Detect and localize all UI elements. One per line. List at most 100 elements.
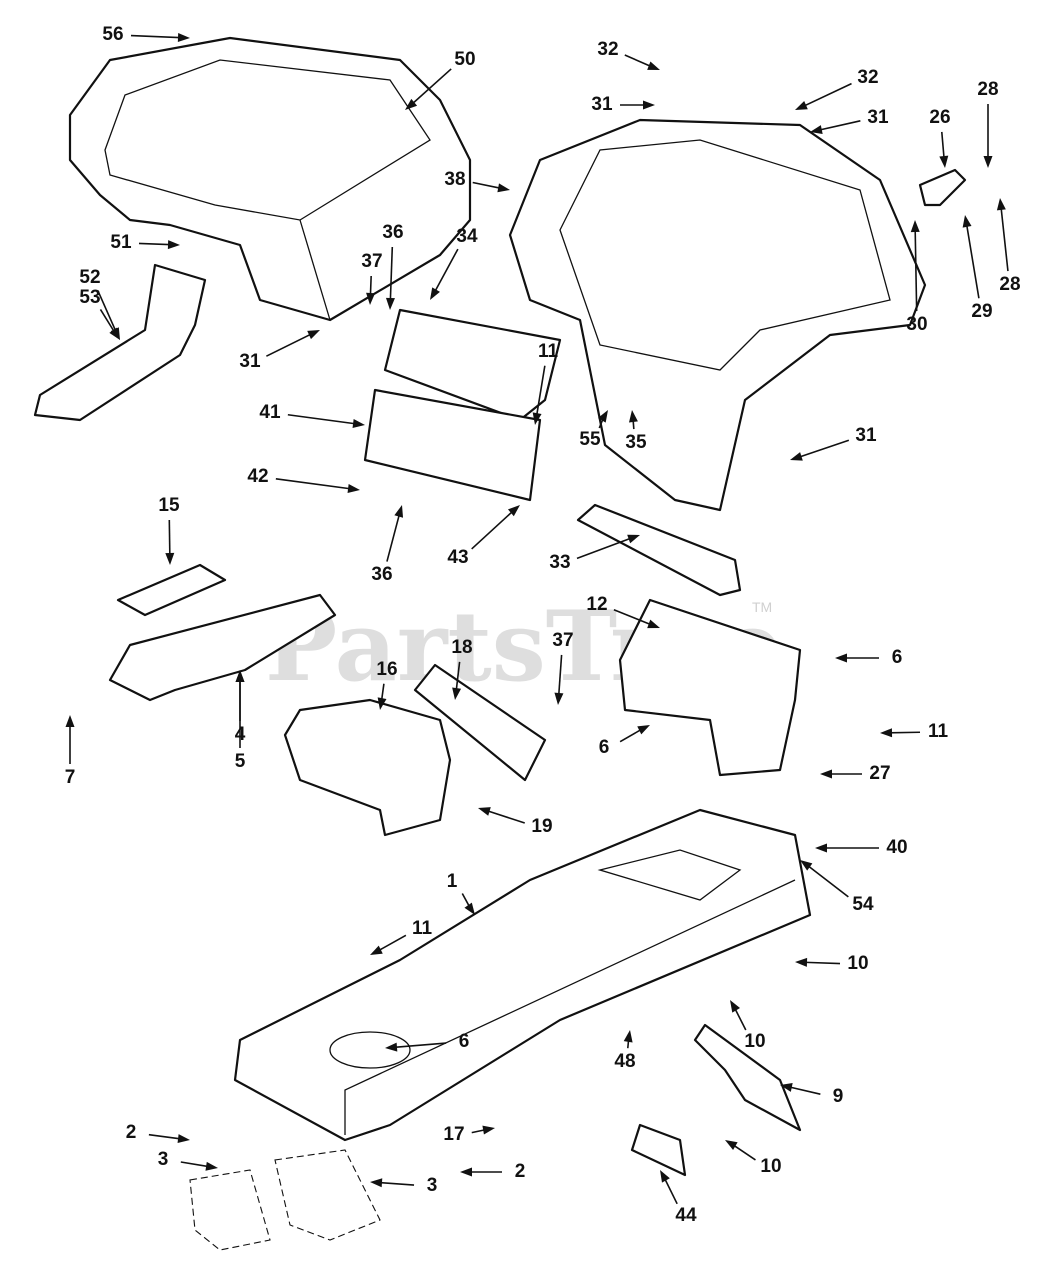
callout-label: 43 (447, 547, 468, 568)
watermark-trademark: TM (752, 599, 772, 615)
callout-leader (887, 731, 921, 734)
callout-label: 33 (549, 552, 570, 573)
arrowhead-icon (385, 1042, 398, 1052)
arrowhead-icon (880, 728, 893, 738)
callout-leader (801, 82, 852, 108)
arrowhead-icon (452, 687, 462, 700)
callout-leader (733, 1006, 747, 1031)
arrowhead-icon (810, 125, 823, 134)
part-50-fender (68, 36, 472, 322)
arrowhead-icon (790, 452, 803, 461)
callout-label: 38 (444, 169, 465, 190)
arrowhead-icon (307, 330, 320, 340)
callout-label: 32 (597, 39, 618, 60)
callout-label: 6 (892, 647, 903, 668)
callout-label: 2 (515, 1161, 526, 1182)
callout-label: 5 (235, 751, 246, 772)
callout-label: 10 (760, 1156, 781, 1177)
callout-label: 56 (102, 24, 123, 45)
callout-label: 37 (552, 630, 573, 651)
arrowhead-icon (405, 98, 418, 110)
callout-label: 4 (235, 724, 246, 745)
callout-leader (619, 727, 644, 743)
callout-leader (576, 536, 633, 560)
arrowhead-icon (532, 412, 542, 425)
callout-label: 10 (847, 953, 868, 974)
callout-leader (965, 222, 980, 299)
callout-leader (471, 509, 515, 550)
callout-leader (433, 248, 459, 294)
callout-label: 11 (538, 341, 559, 362)
arrowhead-icon (377, 697, 387, 710)
callout-label: 48 (614, 1051, 635, 1072)
callout-label: 35 (625, 432, 647, 453)
part-41-plate (363, 388, 542, 502)
arrowhead-icon (643, 100, 655, 110)
arrowhead-icon (983, 156, 993, 168)
callout-leader (940, 131, 946, 161)
callout-leader (180, 1161, 211, 1168)
front-shield-right (274, 1149, 381, 1241)
arrowhead-icon (780, 1083, 793, 1092)
arrowhead-icon (464, 902, 475, 915)
callout-label: 53 (79, 287, 100, 308)
callout-leader (797, 439, 850, 459)
arrowhead-icon (460, 1167, 472, 1177)
callout-leader (787, 1085, 821, 1095)
arrowhead-icon (370, 945, 383, 955)
callout-label: 36 (382, 222, 403, 243)
callout-label: 51 (110, 232, 132, 253)
callout-label: 34 (456, 226, 478, 247)
callout-label: 16 (376, 659, 397, 680)
arrowhead-icon (725, 1140, 738, 1150)
arrowhead-icon (394, 505, 404, 518)
callout-leader (148, 1133, 183, 1140)
callout-leader (1000, 205, 1009, 272)
callout-label: 3 (158, 1149, 169, 1170)
callout-leader (535, 365, 546, 418)
callout-leader (287, 413, 358, 425)
arrowhead-icon (910, 220, 920, 233)
arrowhead-icon (352, 419, 365, 428)
callout-label: 28 (977, 79, 998, 100)
arrowhead-icon (795, 101, 808, 110)
part-16-bracket (283, 698, 452, 837)
callout-label: 19 (531, 816, 552, 837)
part-44-bracket (630, 1123, 687, 1177)
callout-label: 50 (454, 49, 475, 70)
callout-label: 31 (239, 351, 261, 372)
arrowhead-icon (554, 692, 564, 705)
callout-leader (410, 68, 452, 106)
arrowhead-icon (623, 1030, 633, 1043)
arrowhead-icon (385, 297, 395, 310)
part-12-bracket (618, 598, 802, 777)
arrowhead-icon (962, 215, 972, 228)
part-1-frame (233, 808, 812, 1142)
callout-label: 6 (459, 1031, 470, 1052)
arrowhead-icon (637, 725, 650, 735)
arrowhead-icon (597, 410, 608, 423)
callout-label: 2 (126, 1122, 137, 1143)
callout-leader (472, 181, 503, 190)
arrowhead-icon (482, 1125, 495, 1135)
callout-label: 11 (412, 918, 433, 939)
arrowhead-icon (478, 807, 491, 816)
part-38-fender (508, 118, 927, 512)
part-15-pad (116, 563, 227, 617)
callout-label: 10 (744, 1031, 765, 1052)
callout-label: 29 (971, 301, 992, 322)
front-shield-left (189, 1169, 271, 1251)
callout-label: 28 (999, 274, 1020, 295)
callout-label: 3 (427, 1175, 438, 1196)
callout-leader (806, 864, 849, 898)
callout-label: 52 (79, 267, 100, 288)
callout-leader (485, 809, 525, 824)
arrowhead-icon (800, 860, 813, 871)
callout-label: 11 (928, 721, 949, 742)
callout-leader (130, 34, 183, 39)
arrowhead-icon (627, 534, 640, 544)
arrowhead-icon (497, 183, 510, 193)
arrowhead-icon (647, 61, 660, 70)
